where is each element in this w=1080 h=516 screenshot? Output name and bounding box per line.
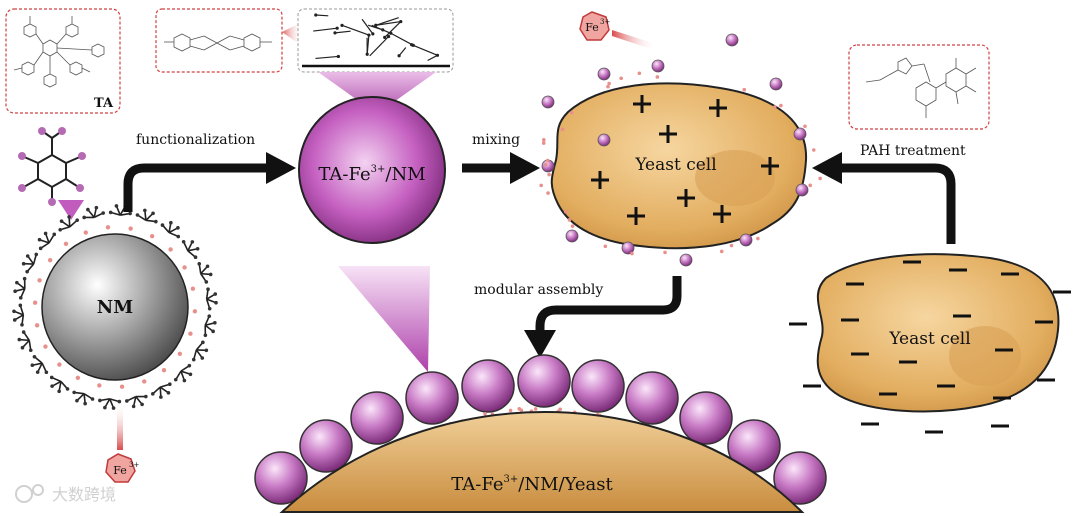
fe-sup-top: 3+ — [600, 18, 610, 26]
tannic-acid-box — [5, 8, 121, 114]
fe-label-top: Fe — [585, 21, 599, 34]
product-label: TA-Fe3+/NM/Yeast — [451, 474, 613, 495]
ta-ligand — [58, 215, 79, 232]
ta-ligand — [37, 231, 57, 251]
ta-ligand — [49, 375, 70, 394]
ta-ligand — [197, 261, 213, 284]
yeast-label-negative: Yeast cell — [888, 329, 970, 349]
free-nanoparticle — [597, 133, 611, 147]
fe-ta-complex-box — [155, 8, 283, 73]
pah-treatment-label: PAH treatment — [860, 143, 966, 159]
functionalization-label: functionalization — [136, 132, 255, 148]
pah-box — [848, 44, 990, 130]
free-nanoparticle — [739, 233, 753, 247]
fe-stem-bottom — [117, 402, 123, 450]
ta-ligand — [191, 340, 209, 362]
plus-sign — [591, 171, 609, 189]
ta-ligand — [203, 314, 217, 338]
fe-stem-top — [612, 30, 656, 50]
plus-sign — [633, 95, 651, 113]
plus-sign — [627, 207, 645, 225]
plus-sign — [659, 125, 677, 143]
nm-bead — [405, 371, 459, 425]
positive-charges — [591, 95, 779, 225]
tannic-acid-structure-icon — [13, 16, 105, 88]
nm-bead — [517, 354, 571, 408]
functionalization-arrow — [123, 163, 268, 212]
zoom-cone-main — [338, 266, 430, 372]
fe-ion-icon: Fe 3+ — [105, 453, 139, 483]
plus-sign — [761, 157, 779, 175]
ta-ligand — [21, 252, 39, 274]
nm-bead — [254, 451, 308, 505]
zoom-cone-top — [318, 72, 436, 114]
ta-ligand — [181, 239, 200, 260]
yeast-dome — [279, 410, 805, 513]
free-nanoparticle — [725, 33, 739, 47]
ta-fe-nm-label: TA-Fe3+/NM — [318, 164, 425, 185]
ta-fe-nm-sphere — [298, 96, 446, 244]
fe-label-bottom: Fe — [113, 464, 127, 477]
watermark-text: 大数跨境 — [52, 485, 116, 504]
watermark: 大数跨境 — [15, 484, 116, 504]
ta-ligand — [13, 276, 27, 300]
assembled-beads — [254, 354, 827, 507]
ta-ligand — [12, 303, 25, 327]
pah-treatment-arrow — [840, 163, 956, 244]
fe-sup-bottom: 3+ — [129, 461, 139, 469]
ta-fe-network-box — [297, 8, 454, 73]
pah-structure-icon — [865, 57, 977, 118]
ta-ligand — [160, 220, 181, 239]
modular-assembly-label: modular assembly — [474, 282, 603, 298]
nm-bead — [571, 359, 625, 413]
ta-ligand — [82, 205, 105, 220]
nm-bead — [679, 391, 733, 445]
modular-assembly-arrow — [535, 276, 682, 332]
free-nanoparticles — [539, 33, 822, 267]
ta-label: TA — [94, 96, 114, 111]
ta-ligand — [125, 394, 148, 409]
nm-label: NM — [97, 297, 133, 318]
ta-ligand — [173, 363, 193, 383]
gallol-molecule-icon — [18, 127, 86, 206]
ta-ligand — [72, 390, 95, 406]
plus-sign — [709, 99, 727, 117]
plus-sign — [677, 189, 695, 207]
ta-ligand — [17, 330, 33, 353]
ta-ligand — [30, 354, 49, 375]
free-nanoparticle — [679, 253, 693, 267]
ta-ligand — [205, 287, 218, 311]
red-zoom-wedge — [282, 22, 302, 46]
nm-sphere — [41, 233, 189, 381]
pointer-wedge — [58, 200, 84, 220]
free-nanoparticle — [541, 95, 555, 109]
plus-sign — [713, 205, 731, 223]
free-nanoparticle — [651, 59, 665, 73]
nm-bead — [350, 391, 404, 445]
nm-bead — [299, 419, 353, 473]
negative-charges — [789, 260, 1071, 434]
free-nanoparticle — [621, 241, 635, 255]
free-nanoparticle — [597, 67, 611, 81]
nm-bead — [461, 359, 515, 413]
yeast-label-positive: Yeast cell — [634, 155, 716, 175]
ta-ligand — [135, 208, 158, 224]
free-nanoparticle — [769, 77, 783, 91]
free-nanoparticle — [793, 127, 807, 141]
mixing-label: mixing — [472, 132, 520, 148]
free-nanoparticle — [565, 229, 579, 243]
fe-ta-complex-icon — [164, 33, 272, 52]
fe-ion-icon: Fe 3+ — [579, 11, 610, 41]
free-nanoparticle — [795, 183, 809, 197]
nm-bead — [773, 451, 827, 505]
ta-ligand — [151, 382, 172, 399]
nm-bead — [625, 371, 679, 425]
